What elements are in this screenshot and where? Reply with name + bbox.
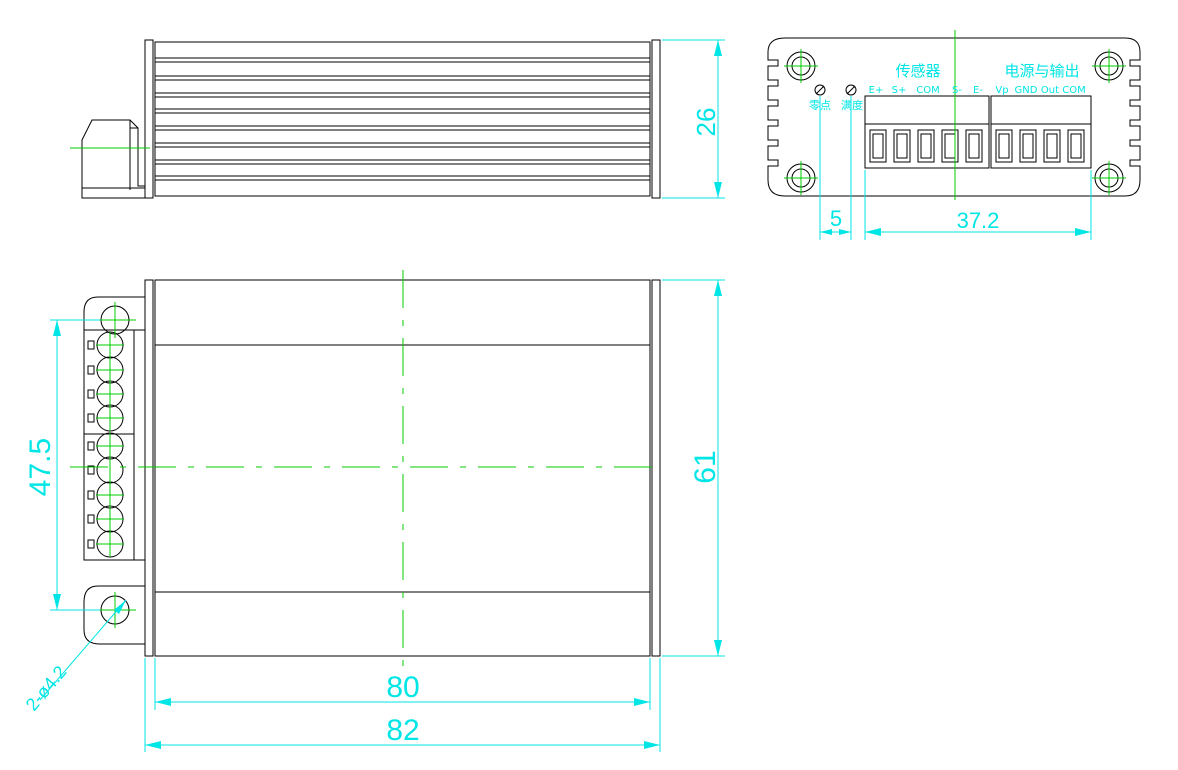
terminal-label: S+	[892, 85, 907, 96]
dim-body-length-label: 80	[386, 671, 419, 704]
top-lug-lower	[83, 585, 145, 645]
sensor-terminal-labels: E+ S+ COM S- E-	[869, 85, 984, 96]
dim-terminal-width	[864, 170, 1092, 240]
side-bracket	[81, 119, 146, 199]
top-view: 47.5 61 80 82 2	[22, 270, 725, 752]
power-group-label: 电源与输出	[1004, 62, 1079, 80]
front-plate	[767, 37, 1141, 197]
dim-body-length	[154, 658, 651, 710]
terminal-label: E-	[973, 85, 983, 96]
dim-hole-spacing-label: 47.5	[24, 438, 57, 496]
top-terminal-block-lower	[83, 433, 135, 561]
front-holes	[784, 49, 1126, 195]
power-terminal-labels: Vp GND Out COM	[995, 85, 1085, 96]
terminal-openings	[869, 129, 1085, 163]
terminal-label: E+	[869, 85, 884, 96]
top-screw-centerlines	[94, 302, 136, 628]
top-terminal-screws	[87, 331, 124, 558]
dim-terminal-width-label: 37.2	[957, 208, 1000, 233]
terminal-label: COM	[1062, 85, 1085, 96]
dim-total-length	[144, 658, 661, 752]
dim-height-side-label: 26	[691, 108, 721, 137]
dim-width-label: 61	[689, 450, 722, 483]
side-end-plate-right	[651, 39, 661, 199]
dim-screw-spacing	[819, 96, 852, 240]
adjust-screws	[814, 84, 857, 96]
dim-hole-spacing	[50, 319, 100, 611]
side-end-plate-left	[144, 39, 154, 199]
terminal-label: Vp	[995, 85, 1008, 96]
hole-callout-leader	[39, 599, 127, 701]
terminal-label: COM	[916, 85, 939, 96]
hole-callout-label: 2-ø4.2	[22, 662, 71, 715]
terminal-label: S-	[952, 85, 962, 96]
top-end-plate-left	[144, 279, 154, 657]
power-terminal-block	[990, 95, 1092, 169]
side-body	[154, 41, 651, 197]
front-view: 传感器 电源与输出 零点 满度 E+ S+ COM S- E- Vp GND O…	[767, 30, 1141, 240]
side-view: 26	[70, 39, 725, 199]
top-lug-upper	[83, 296, 145, 331]
span-adjust-label: 满度	[841, 98, 863, 112]
terminal-label: Out	[1041, 85, 1059, 96]
top-end-plate-right	[651, 279, 661, 657]
side-fins	[155, 57, 650, 181]
top-body	[154, 279, 651, 657]
sensor-terminal-block	[864, 95, 990, 169]
dim-total-length-label: 82	[386, 714, 419, 747]
dim-height-side	[662, 39, 725, 199]
sensor-group-label: 传感器	[895, 62, 940, 80]
dim-screw-spacing-label: 5	[830, 206, 842, 231]
terminal-label: GND	[1015, 85, 1038, 96]
dim-width	[662, 279, 725, 657]
